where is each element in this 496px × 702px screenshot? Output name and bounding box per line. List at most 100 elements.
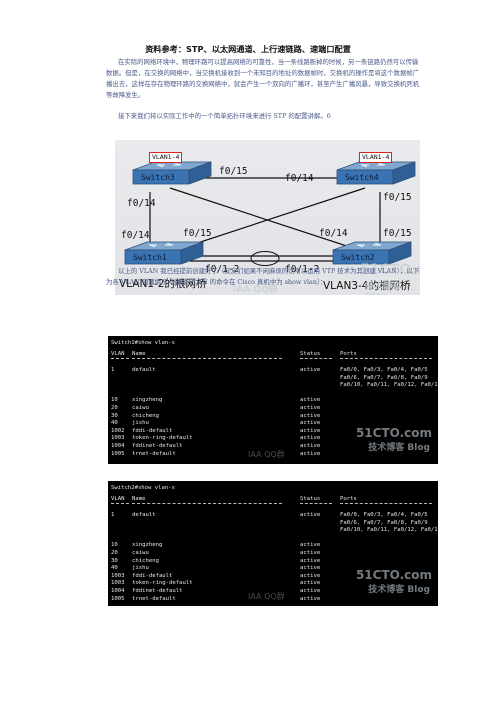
vlan-row-name: token-ring-default (132, 580, 193, 587)
vlan-row-vlan: 20 (111, 405, 118, 411)
port-label: f0/14 (319, 228, 348, 239)
vlan-tag-right: VLAN1-4 (359, 152, 393, 163)
vlan-row-vlan: 1004 (111, 588, 125, 594)
vlan-row-name: caiwu (132, 550, 149, 556)
vlan-row-name: default (132, 512, 156, 518)
vlan-row-name: caiwu (132, 405, 149, 411)
vlan-row-status: active (300, 367, 321, 373)
watermark-qq: IAA QQ群 (233, 285, 278, 295)
term-header-ports: Ports (340, 351, 357, 357)
vlan-row-status: active (300, 435, 321, 442)
document-title: 资料参考：STP、以太网通道、上行速链路、速端口配置 (145, 44, 351, 54)
trunk-port-label: f0/1-2 (205, 264, 240, 275)
vlan-row-name: jishu (132, 420, 149, 427)
switch2-device (332, 241, 412, 265)
terminal-switch1-show-vlan: Switch1#show vlan-s VLAN Name Status Ports 1… (108, 336, 438, 464)
vlan-row-vlan: 10 (111, 397, 118, 404)
vlan-row-status: active (300, 557, 321, 564)
terminal-switch2-show-vlan: Switch2#show vlan-s VLAN Name Status Ports 1… (108, 481, 438, 606)
vlan-row-status: active (300, 412, 321, 419)
switch4-device (336, 161, 416, 185)
vlan-row-status: active (300, 427, 321, 434)
term-header-rule (340, 503, 432, 504)
vlan-row-ports: Fa0/0, Fa0/3, Fa0/4, Fa0/5 (340, 512, 428, 518)
switch2-label: Switch2 (341, 253, 375, 262)
vlan-row-status: active (300, 550, 321, 556)
trunk-port-label: f0/1-2 (285, 264, 320, 275)
root-bridge-left-label: VLAN1-2的根网桥 (119, 278, 207, 290)
switch3-label: Switch3 (141, 173, 175, 182)
port-label: f0/14 (121, 230, 150, 241)
vlan-row-vlan: 30 (111, 412, 118, 419)
vlan-row-ports: Fa0/6, Fa0/7, Fa0/8, Fa0/9 (340, 374, 428, 381)
term-header-vlan: VLAN (111, 351, 125, 357)
vlan-row-status: active (300, 443, 321, 449)
vlan-row-vlan: 1003 (111, 572, 125, 579)
term-header-status: Status (300, 496, 321, 502)
term-header-name: Name (132, 496, 146, 502)
watermark-blog: 技术博客 Blog (365, 282, 402, 295)
vlan-row-name: token-ring-default (132, 435, 193, 442)
vlan-row-name: jishu (132, 565, 149, 572)
vlan-row-vlan: 1004 (111, 443, 125, 449)
term-header-ports: Ports (340, 496, 357, 502)
vlan-row-vlan: 20 (111, 550, 118, 556)
vlan-row-vlan: 1002 (111, 427, 125, 434)
intro-paragraph: 在实际的网络环境中，物理环路可以提高网络的可靠性，当一条线路断掉的时候，另一条链… (106, 58, 420, 99)
term-header-status: Status (300, 351, 321, 357)
watermark-logo: 51CTO.com (355, 426, 432, 440)
switch1-device (124, 241, 204, 265)
vlan-row-vlan: 1005 (111, 450, 125, 457)
vlan-row-ports: Fa0/6, Fa0/7, Fa0/8, Fa0/9 (340, 519, 428, 526)
vlan-row-vlan: 40 (111, 420, 118, 427)
watermark-qq: IAA QQ群 (248, 592, 285, 601)
port-label: f0/14 (285, 173, 314, 184)
term-header-rule (300, 503, 332, 504)
term-header-rule (132, 503, 282, 504)
topology-intro-paragraph: 接下来我们将以实际工作中的一个简单拓扑环境来进行 STP 的配置讲解。6 (118, 112, 331, 120)
vlan-row-vlan: 1003 (111, 435, 125, 442)
vlan-row-ports: Fa0/10, Fa0/11, Fa0/12, Fa0/13 (340, 527, 438, 534)
vlan-row-status: active (300, 580, 321, 587)
terminal-prompt: Switch2#show vlan-s (111, 485, 175, 491)
port-label: f0/14 (127, 198, 156, 209)
term-header-name: Name (132, 351, 146, 357)
vlan-row-name: fddinet-default (132, 588, 183, 594)
vlan-row-vlan: 1003 (111, 580, 125, 587)
vlan-row-name: default (132, 367, 156, 373)
watermark-logo: 51CTO.com (360, 262, 420, 278)
vlan-created-paragraph: 以上的 VLAN 我已经提前创建好了（友友们如果不闲麻烦的话可以运用 VTP 技… (106, 267, 420, 286)
term-header-vlan: VLAN (111, 496, 125, 502)
root-bridge-right-label: VLAN3-4的根网桥 (323, 280, 411, 292)
vlan-row-vlan: 30 (111, 557, 118, 564)
vlan-row-name: xingzheng (132, 542, 163, 549)
vlan-tag-left: VLAN1-4 (149, 152, 183, 163)
port-label: f0/15 (183, 228, 212, 239)
watermark-blog: 技术博客 Blog (368, 585, 430, 595)
port-label: f0/15 (383, 192, 412, 203)
vlan-row-status: active (300, 595, 321, 602)
terminal-prompt: Switch1#show vlan-s (111, 340, 175, 346)
vlan-row-ports: Fa0/0, Fa0/3, Fa0/4, Fa0/5 (340, 367, 428, 373)
vlan-row-name: fddinet-default (132, 443, 183, 449)
vlan-row-vlan: 1005 (111, 595, 125, 602)
network-topology-diagram: VLAN1-4 VLAN1-4 Switch3 Switch4 Switch1 … (115, 140, 420, 295)
vlan-row-name: chicheng (132, 557, 159, 564)
term-header-rule (340, 358, 432, 359)
vlan-row-status: active (300, 565, 321, 572)
switch3-device (132, 161, 212, 185)
vlan-row-status: active (300, 397, 321, 404)
vlan-row-name: trnet-default (132, 450, 176, 457)
vlan-row-status: active (300, 588, 321, 594)
port-label: f0/15 (219, 166, 248, 177)
term-header-rule (111, 358, 129, 359)
vlan-row-status: active (300, 420, 321, 427)
vlan-row-status: active (300, 512, 321, 518)
term-header-rule (132, 358, 282, 359)
vlan-row-status: active (300, 450, 321, 457)
term-header-rule (300, 358, 332, 359)
vlan-row-name: fddi-default (132, 572, 173, 579)
vlan-row-status: active (300, 572, 321, 579)
vlan-row-vlan: 10 (111, 542, 118, 549)
vlan-row-name: trnet-default (132, 595, 176, 602)
